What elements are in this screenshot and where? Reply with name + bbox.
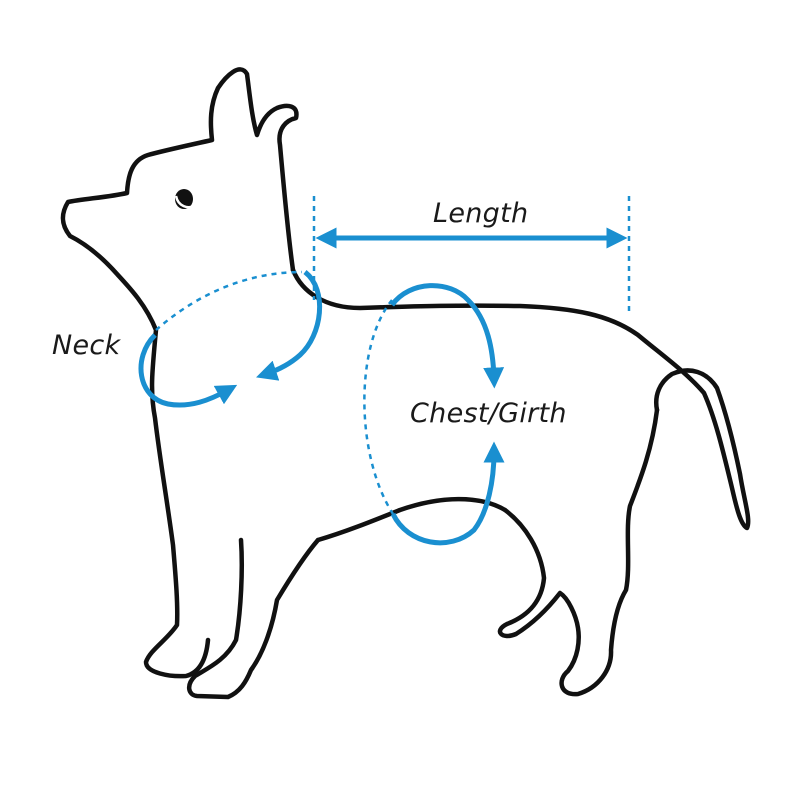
chest-arrow-bottom <box>390 441 505 546</box>
chest-girth-label: Chest/Girth <box>410 398 567 429</box>
neck-arrow-right <box>256 270 323 381</box>
dog-head-and-front-outline <box>60 67 299 679</box>
chest-measurement <box>363 283 505 546</box>
dog-hind-leg <box>497 407 660 697</box>
length-label: Length <box>433 198 529 229</box>
dog-outline <box>60 67 751 700</box>
length-measurement <box>312 196 631 315</box>
neck-arrow-left <box>138 333 238 408</box>
chest-arrow-top <box>389 283 505 389</box>
neck-label: Neck <box>52 330 121 361</box>
dog-front-leg-inner <box>187 537 321 700</box>
neck-dashed-back <box>155 270 303 331</box>
chest-dashed-back <box>363 299 395 515</box>
dog-eye <box>174 189 196 209</box>
dog-back-and-tail <box>290 267 751 531</box>
dog-belly <box>315 496 508 543</box>
neck-measurement <box>138 270 323 408</box>
